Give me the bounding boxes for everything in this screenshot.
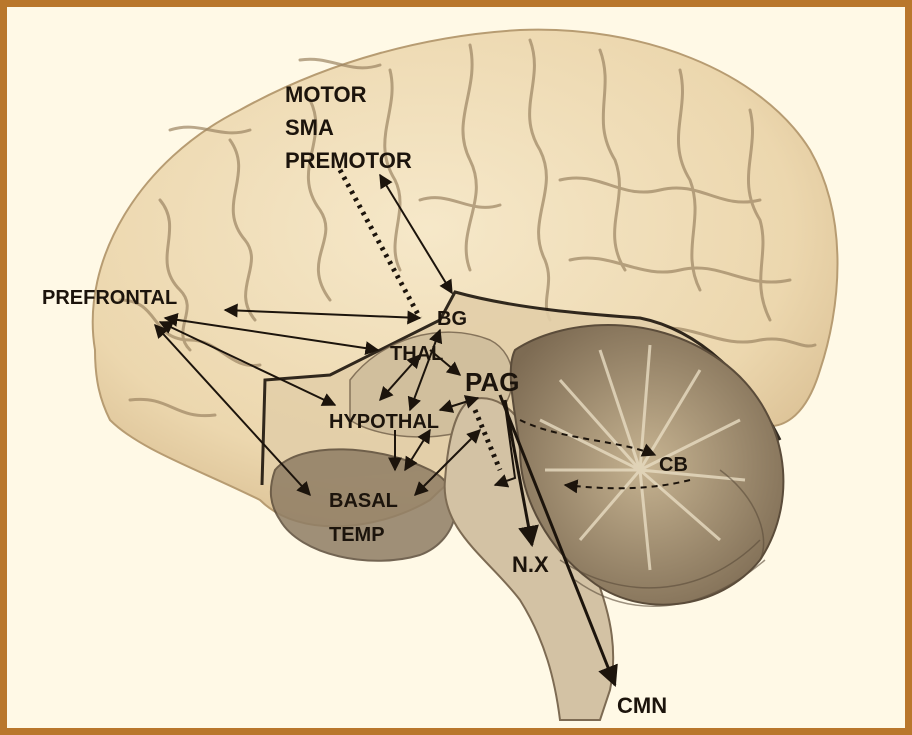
label-prefrontal: PREFRONTAL: [42, 288, 177, 308]
label-motor: MOTOR: [285, 84, 366, 106]
label-basal: BASAL: [329, 491, 398, 511]
label-cmn: CMN: [617, 695, 667, 717]
label-hypothal: HYPOTHAL: [329, 412, 439, 432]
label-cb: CB: [659, 455, 688, 475]
label-pag: PAG: [465, 369, 519, 395]
label-bg: BG: [437, 309, 467, 329]
label-temp: TEMP: [329, 525, 385, 545]
label-sma: SMA: [285, 117, 334, 139]
label-nx: N.X: [512, 554, 549, 576]
label-thal: THAL: [390, 344, 443, 364]
label-premotor: PREMOTOR: [285, 150, 412, 172]
